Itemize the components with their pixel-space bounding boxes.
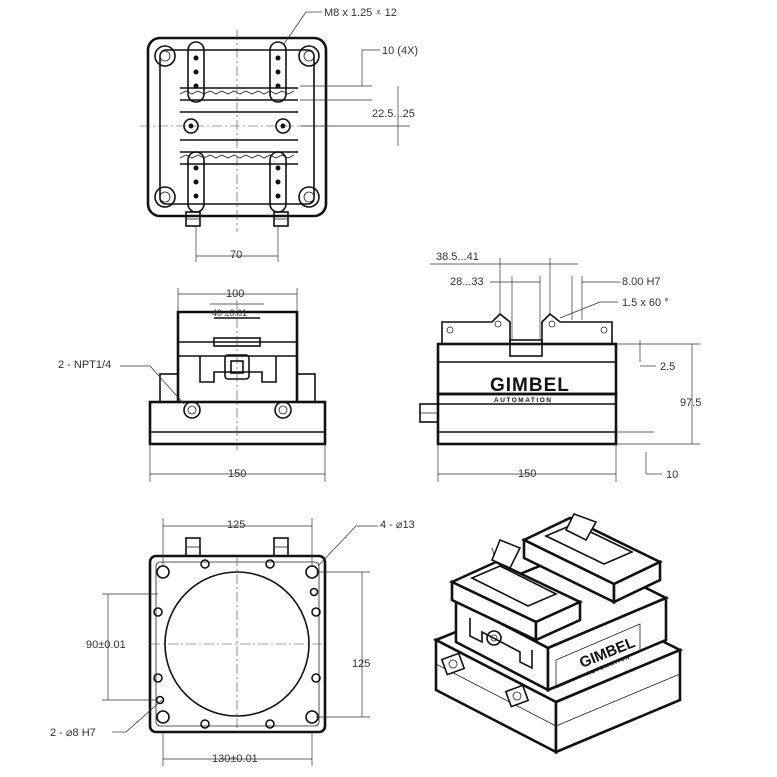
isometric-view <box>432 513 684 755</box>
brand-tagline-side: AUTOMATION <box>494 397 552 404</box>
top-view <box>140 11 410 262</box>
dim-bottom-hole-spacing: 125 <box>227 519 245 531</box>
dim-top-bolt-spacing: 70 <box>230 249 242 261</box>
dim-side-height: 97.5 <box>680 397 701 409</box>
dim-side-base-width: 150 <box>518 468 536 480</box>
bottom-view <box>102 518 378 766</box>
dim-side-step: 2.5 <box>660 361 675 373</box>
dim-side-slot: 8.00 H7 <box>622 276 661 288</box>
dim-front-base-width: 150 <box>228 468 246 480</box>
dim-side-base: 10 <box>666 469 678 481</box>
dim-side-outer: 38.5...41 <box>436 251 479 263</box>
dim-slot-offset: 22.5...25 <box>372 108 415 120</box>
dim-slot-width: 10 (4X) <box>382 45 418 57</box>
dim-thread: M8 x 1.25 ⩡ 12 <box>324 7 397 19</box>
dim-npt: 2 - NPT1/4 <box>58 359 111 371</box>
dim-side-inner: 28...33 <box>450 276 484 288</box>
front-view <box>120 288 327 482</box>
dim-bottom-pin-spacing: 90±0.01 <box>86 639 126 651</box>
dim-chamfer: 1.5 x 60 ° <box>622 297 669 309</box>
dim-front-top-width: 100 <box>226 288 244 300</box>
dim-bottom-pin-callout: 2 - ⌀8 H7 <box>50 727 96 739</box>
dim-bottom-height: 125 <box>352 658 370 670</box>
dim-front-jaw: 40 ±0.01 <box>212 308 247 318</box>
brand-name-side: GIMBEL <box>490 375 570 396</box>
dim-bottom-width: 130±0.01 <box>212 753 258 765</box>
dim-bottom-hole-callout: 4 - ⌀13 <box>380 519 415 531</box>
side-view <box>419 258 700 482</box>
